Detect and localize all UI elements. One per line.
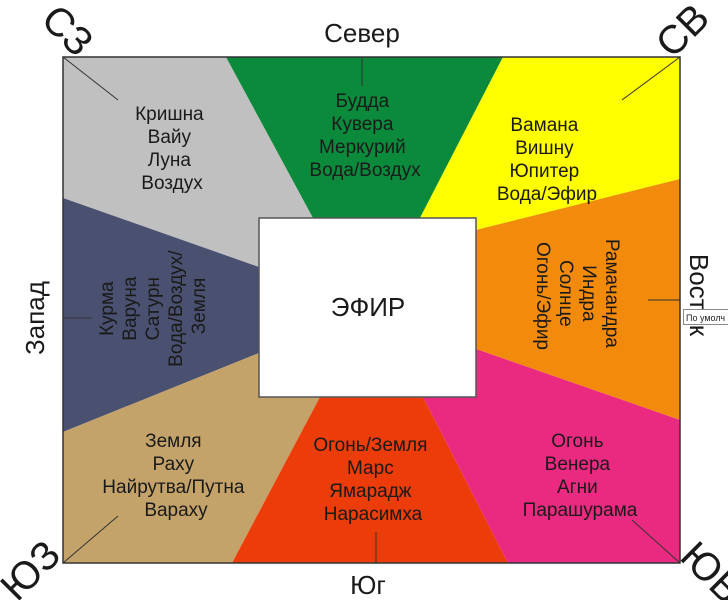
sector-se-line: Венера xyxy=(545,454,611,475)
sector-s xyxy=(232,397,508,563)
connector-nw xyxy=(62,56,119,101)
sector-e-line: Огонь/Эфир xyxy=(532,242,553,350)
connector-lines xyxy=(62,56,681,564)
sector-w-line: Вода/Воздух/ xyxy=(166,250,187,367)
direction-south: Юг xyxy=(350,570,386,600)
direction-north: Север xyxy=(324,18,400,48)
sector-n-text: Будда Кувера Меркурий Вода/Воздух xyxy=(309,91,421,181)
sector-ne-line: Юпитер xyxy=(509,161,579,182)
sector-ne-line: Вода/Эфир xyxy=(497,184,597,205)
tooltip: По умолч xyxy=(683,309,728,325)
sector-sw xyxy=(63,353,320,563)
sector-n xyxy=(226,57,503,218)
sector-s-line: Огонь/Земля xyxy=(313,435,427,456)
sector-se-line: Огонь xyxy=(551,431,603,452)
sector-sw-line: Вараху xyxy=(144,500,208,521)
sector-e-line: Индра xyxy=(578,265,599,322)
outer-square xyxy=(62,56,681,564)
sector-se-line: Парашурама xyxy=(523,500,638,521)
sector-sw-line: Найрутва/Путна xyxy=(102,477,245,498)
sector-ne-text: Вамана Вишну Юпитер Вода/Эфир xyxy=(497,115,597,205)
sector-se-text: Огонь Венера Агни Парашурама xyxy=(523,431,638,521)
sector-ne xyxy=(420,57,680,230)
sector-nw xyxy=(63,57,313,267)
sector-n-line: Меркурий xyxy=(319,137,406,158)
sector-nw-line: Воздух xyxy=(141,173,203,194)
sector-e-line: Рамачандра xyxy=(601,239,622,348)
sector-ne-line: Вамана xyxy=(510,115,578,136)
sector-nw-line: Луна xyxy=(148,150,192,171)
connector-sw xyxy=(62,515,119,564)
corner-nw: СЗ xyxy=(33,0,101,65)
center-label: ЭФИР xyxy=(331,292,405,322)
sector-nw-line: Кришна xyxy=(135,104,204,125)
sector-s-line: Марс xyxy=(347,458,394,479)
center-square xyxy=(258,217,477,398)
sector-w xyxy=(63,198,259,432)
sector-se-line: Агни xyxy=(557,477,598,498)
sector-sw-line: Земля xyxy=(145,431,201,452)
sector-sw-line: Раху xyxy=(153,454,195,475)
sector-w-group: Курма Варуна Сатурн Вода/Воздух/ Земля xyxy=(97,245,210,367)
connector-ne xyxy=(621,56,681,101)
direction-west: Запад xyxy=(20,281,50,355)
sector-nw-line: Вайу xyxy=(148,127,192,148)
sector-se xyxy=(423,349,680,563)
sector-w-line: Сатурн xyxy=(143,277,164,340)
sector-w-text: Курма Варуна Сатурн Вода/Воздух/ Земля xyxy=(97,245,210,367)
sector-s-line: Нарасимха xyxy=(324,504,423,525)
sector-n-line: Кувера xyxy=(331,114,394,135)
corner-sw: ЮЗ xyxy=(0,532,69,600)
corner-ne: СВ xyxy=(648,0,718,66)
sector-w-line: Варуна xyxy=(120,276,141,341)
sector-s-line: Ямарадж xyxy=(329,481,412,502)
sector-w-line: Земля xyxy=(189,278,210,334)
sector-n-line: Будда xyxy=(336,91,390,112)
sector-sw-text: Земля Раху Найрутва/Путна Вараху xyxy=(102,431,249,521)
sector-e-line: Солнце xyxy=(555,260,576,327)
sector-e xyxy=(476,179,680,420)
sector-nw-text: Кришна Вайу Луна Воздух xyxy=(135,104,209,194)
sector-w-line: Курма xyxy=(97,281,118,336)
sector-s-text: Огонь/Земля Марс Ямарадж Нарасимха xyxy=(313,435,432,525)
sector-e-text: Рамачандра Индра Солнце Огонь/Эфир xyxy=(532,239,622,353)
connector-se xyxy=(631,519,681,564)
sector-ne-line: Вишну xyxy=(515,138,574,159)
sector-e-group: Рамачандра Индра Солнце Огонь/Эфир xyxy=(532,239,622,353)
sector-n-line: Вода/Воздух xyxy=(309,160,421,181)
